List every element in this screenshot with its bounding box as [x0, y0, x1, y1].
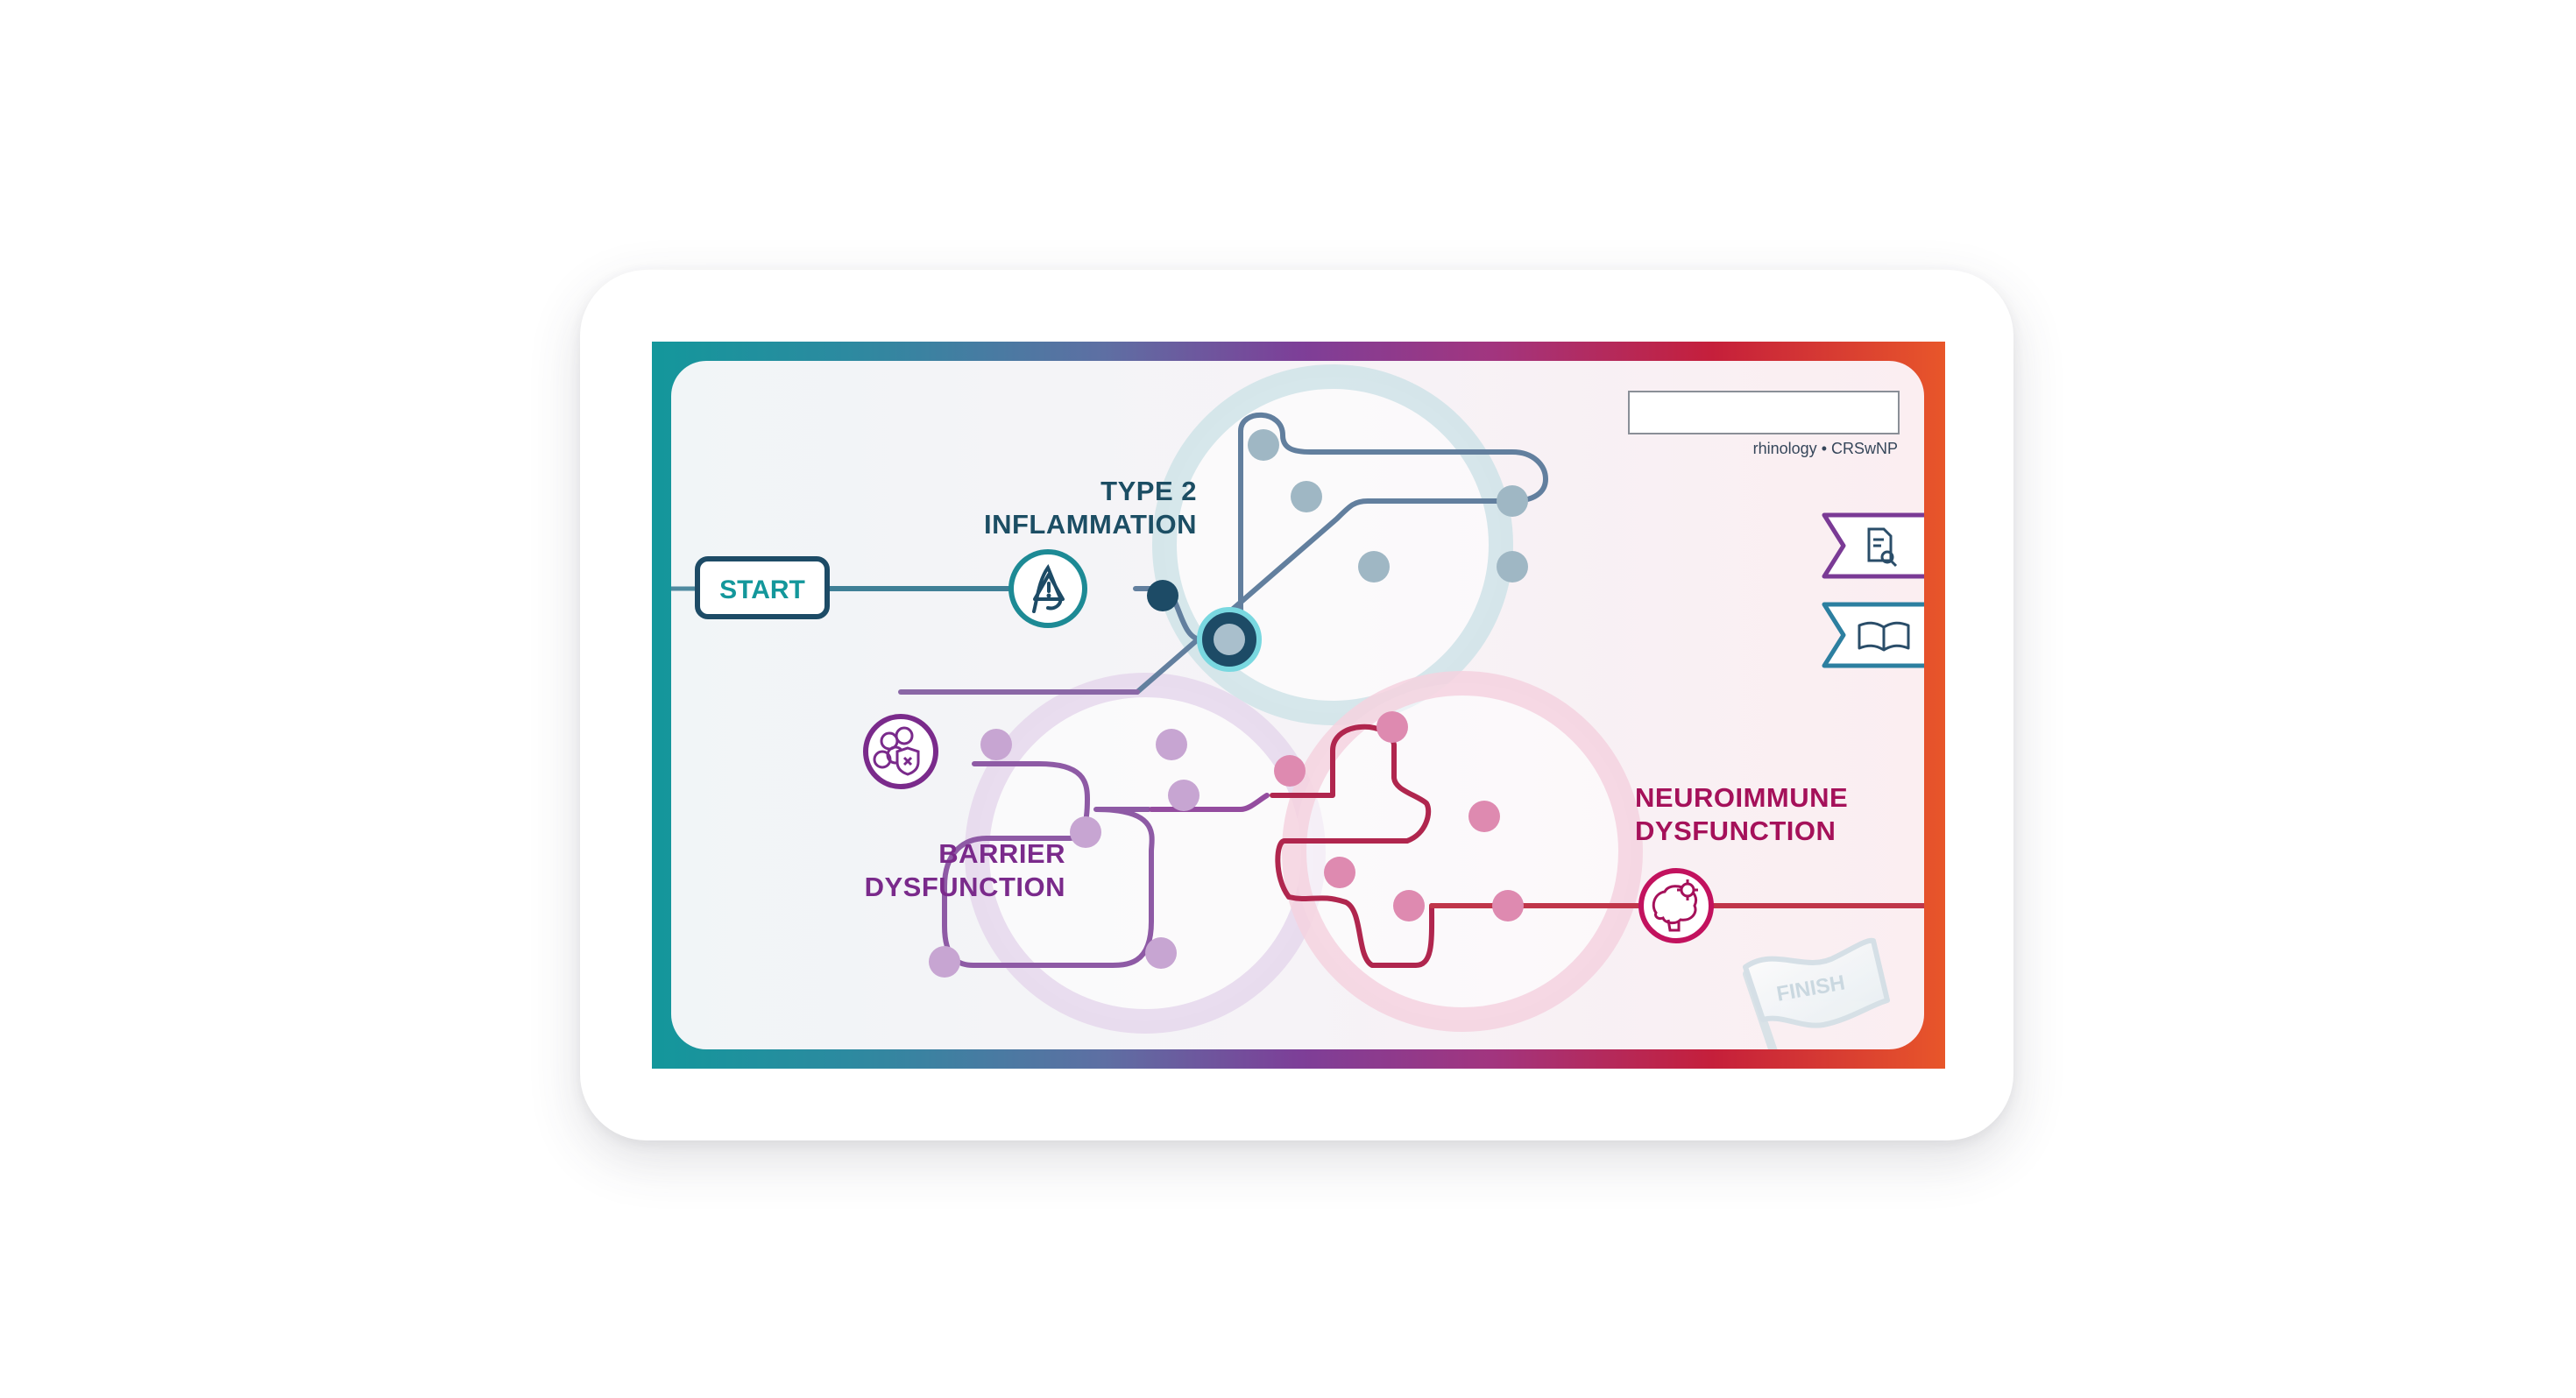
nose-warning-icon[interactable] — [1008, 549, 1087, 628]
barrier-dysfunction-label: BARRIER DYSFUNCTION — [759, 837, 1065, 904]
path-barrier-to-neuro — [1149, 793, 1270, 812]
path-barrier-snake — [942, 761, 1155, 968]
node[interactable] — [1248, 429, 1279, 461]
player-token-core — [1214, 624, 1245, 655]
node[interactable] — [929, 946, 960, 978]
start-button[interactable]: START — [695, 556, 830, 619]
document-search-icon — [1867, 527, 1898, 568]
node[interactable] — [1497, 485, 1528, 517]
node[interactable] — [1168, 780, 1200, 811]
node[interactable] — [1324, 857, 1355, 888]
type2-label-line2: INFLAMMATION — [983, 509, 1197, 540]
node[interactable] — [1393, 890, 1425, 921]
neuro-label-line2: DYSFUNCTION — [1635, 816, 1836, 846]
pathway-map: START — [671, 364, 1924, 1049]
caption-text: rhinology • CRSwNP — [1752, 440, 1898, 457]
barrier-label-line2: DYSFUNCTION — [864, 872, 1065, 902]
current-node-small[interactable] — [1147, 580, 1178, 611]
node[interactable] — [1376, 711, 1408, 743]
node[interactable] — [1492, 890, 1524, 921]
node[interactable] — [1291, 481, 1322, 512]
barrier-label-line1: BARRIER — [938, 838, 1065, 869]
game-board: START — [671, 361, 1924, 1049]
node[interactable] — [1274, 755, 1306, 787]
open-book-icon — [1858, 621, 1910, 652]
node[interactable] — [1497, 551, 1528, 582]
neuro-label-line1: NEUROIMMUNE — [1635, 782, 1849, 813]
search-input[interactable] — [1628, 391, 1900, 434]
type2-nodes — [1248, 429, 1528, 582]
type2-inflammation-label: TYPE 2 INFLAMMATION — [846, 475, 1197, 541]
side-tab-book[interactable] — [1822, 602, 1924, 668]
node[interactable] — [1358, 551, 1390, 582]
barrier-cells-icon[interactable] — [863, 714, 938, 789]
side-tab-document[interactable] — [1822, 512, 1924, 579]
node[interactable] — [980, 729, 1012, 760]
node[interactable] — [1145, 937, 1177, 969]
path-type2-loop — [1135, 412, 1548, 695]
neuro-zone-ring — [1282, 671, 1643, 1032]
node[interactable] — [1156, 729, 1187, 760]
node[interactable] — [1468, 801, 1500, 832]
brain-gear-icon[interactable] — [1638, 868, 1714, 943]
game-screen: START — [652, 342, 1945, 1069]
start-label: START — [719, 575, 805, 604]
finish-flag-icon[interactable]: FINISH — [1743, 937, 1890, 1049]
node[interactable] — [1070, 816, 1101, 848]
type2-label-line1: TYPE 2 — [1100, 476, 1197, 506]
neuroimmune-dysfunction-label: NEUROIMMUNE DYSFUNCTION — [1635, 781, 1924, 848]
